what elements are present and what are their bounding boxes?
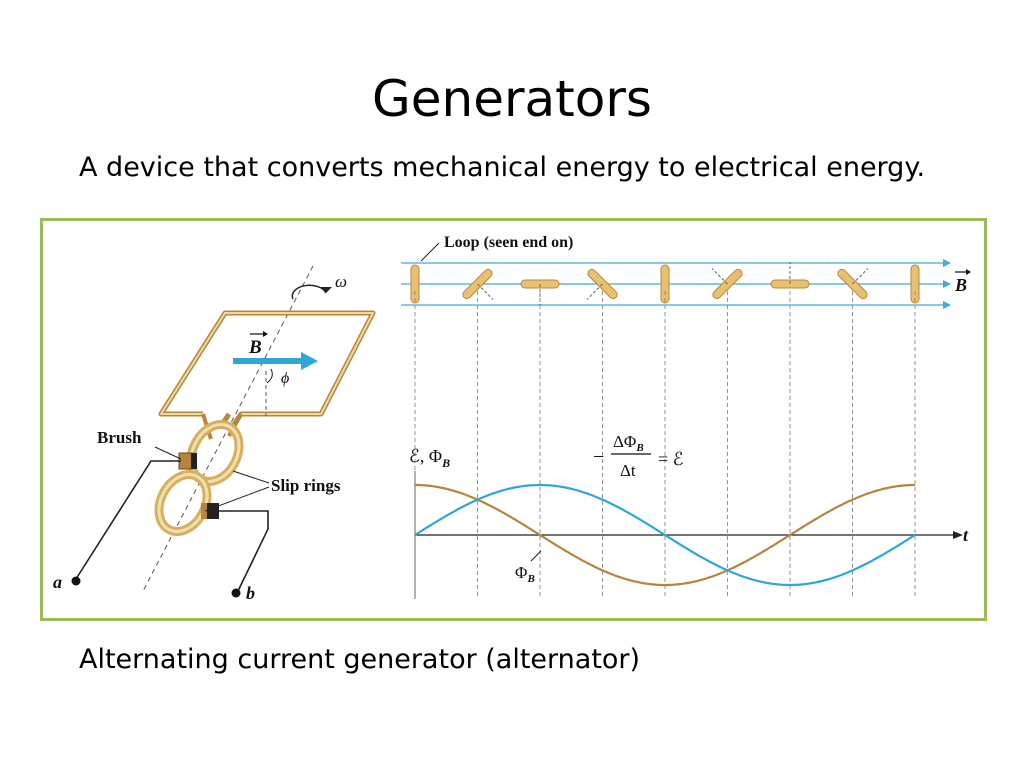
brush-lower (205, 503, 219, 519)
t-axis-label: t (963, 525, 969, 545)
slip-rings-label: Slip rings (271, 476, 341, 495)
brush-pointer (154, 446, 182, 460)
lead-b (219, 510, 269, 592)
loop-section (660, 264, 670, 304)
field-line-middle-arrow-icon (943, 280, 951, 288)
loop-normal (852, 268, 869, 285)
loop-normal (477, 283, 494, 300)
omega-label: ω (335, 272, 347, 291)
phi-curve-label: ΦB (515, 563, 535, 585)
flux-curve (415, 483, 915, 587)
generator-drawing: ω B ϕ (53, 265, 376, 603)
phi-angle-arc (266, 368, 273, 384)
brush-upper-contact (191, 453, 197, 469)
brush-lower-contact (201, 503, 207, 519)
loop-section (910, 264, 920, 304)
loop-label-pointer (420, 242, 440, 262)
brush-label: Brush (97, 428, 142, 447)
t-axis-arrow-icon (953, 531, 963, 539)
omega-arrowhead-icon (320, 287, 332, 293)
slip-ring-pointer-1 (232, 470, 270, 484)
y-axis-label-main: ℰ, Φ (409, 446, 442, 466)
terminal-a-label: a (53, 572, 62, 592)
emf-formula-numerator: ΔΦB (613, 432, 644, 454)
field-line-top-arrow-icon (943, 259, 951, 267)
lead-a (75, 460, 181, 580)
wire-loop-highlight (160, 312, 374, 415)
phi-curve-label-sub: B (526, 573, 534, 585)
phi-label: ϕ (281, 370, 289, 387)
emf-formula-sign: − (593, 446, 604, 468)
phi-curve-pointer (530, 550, 542, 562)
guide-lines (414, 291, 916, 599)
phi-curve-label-main: Φ (515, 563, 527, 582)
brush-upper (178, 452, 194, 470)
slide-subtitle: A device that converts mechanical energy… (79, 152, 926, 183)
flux-emf-graph: t ℰ, ΦB − ΔΦB Δt = ℰ ΦB (409, 432, 969, 599)
b-field-right-label: B (954, 275, 967, 295)
generator-figure: ω B ϕ (40, 218, 987, 621)
emf-formula-num-sub: B (635, 442, 643, 454)
loop-orientation-strip: Loop (seen end on) B (401, 234, 971, 599)
y-axis-label: ℰ, ΦB (409, 446, 450, 470)
slide-caption: Alternating current generator (alternato… (79, 644, 641, 675)
emf-formula-rhs: = ℰ (658, 449, 684, 469)
slide-title: Generators (372, 70, 652, 128)
generator-diagram: ω B ϕ (53, 234, 971, 603)
b-vector-arrow-icon (263, 331, 268, 337)
terminal-b-dot (231, 588, 241, 598)
b-right-vector-arrow-icon (966, 269, 971, 275)
slip-ring-pointer-2 (204, 486, 270, 512)
y-axis-label-sub: B (441, 456, 450, 470)
loop-normal (586, 283, 603, 300)
terminal-b-label: b (246, 583, 255, 603)
emf-formula-den: Δt (620, 461, 636, 480)
emf-curve (414, 483, 916, 587)
loop-seen-end-on-label: Loop (seen end on) (444, 234, 573, 251)
field-line-bottom-arrow-icon (943, 301, 951, 309)
wire-loop (158, 310, 376, 429)
loop-cross-sections (410, 262, 920, 306)
loop-section (410, 264, 420, 304)
emf-formula-num: ΔΦ (613, 432, 636, 451)
b-field-label: B (248, 337, 262, 358)
b-field-arrowhead-icon (301, 352, 318, 370)
terminal-a-dot (71, 576, 81, 586)
loop-normal (711, 268, 728, 285)
